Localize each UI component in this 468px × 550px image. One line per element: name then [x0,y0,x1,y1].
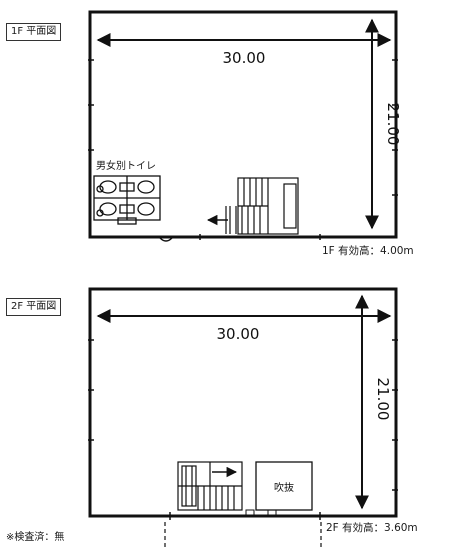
floor2-outline [88,287,398,518]
floor2-wall-ticks [88,339,398,520]
floor1-toilet-label: 男女別トイレ [96,161,156,172]
floor1-height-label: 1F 有効高：4.00m [322,245,414,257]
floor1-outline [88,10,398,239]
floor1-toilet-block [93,175,161,225]
inspection-note: ※検査済：無 [6,532,65,543]
floor1-depth-label: 21.00 [384,103,402,146]
floor2-height-label: 2F 有効高：3.60m [326,522,418,534]
floor2-void-area [255,461,313,511]
floor1-plan [88,10,398,242]
floor1-wall-ticks [88,59,398,240]
floor2-depth-label: 21.00 [374,378,392,421]
floor2-width-label: 30.00 [217,325,260,343]
floor2-plan [88,287,398,550]
floor1-width-label: 30.00 [223,49,266,67]
floor1-stair [225,177,299,235]
floor1-door-swing [159,237,173,242]
floor2-stair [177,461,243,511]
floor1-title: 1F 平面図 [6,23,62,41]
floor2-title: 2F 平面図 [6,298,62,316]
floor2-void-label: 吹抜 [274,481,294,494]
